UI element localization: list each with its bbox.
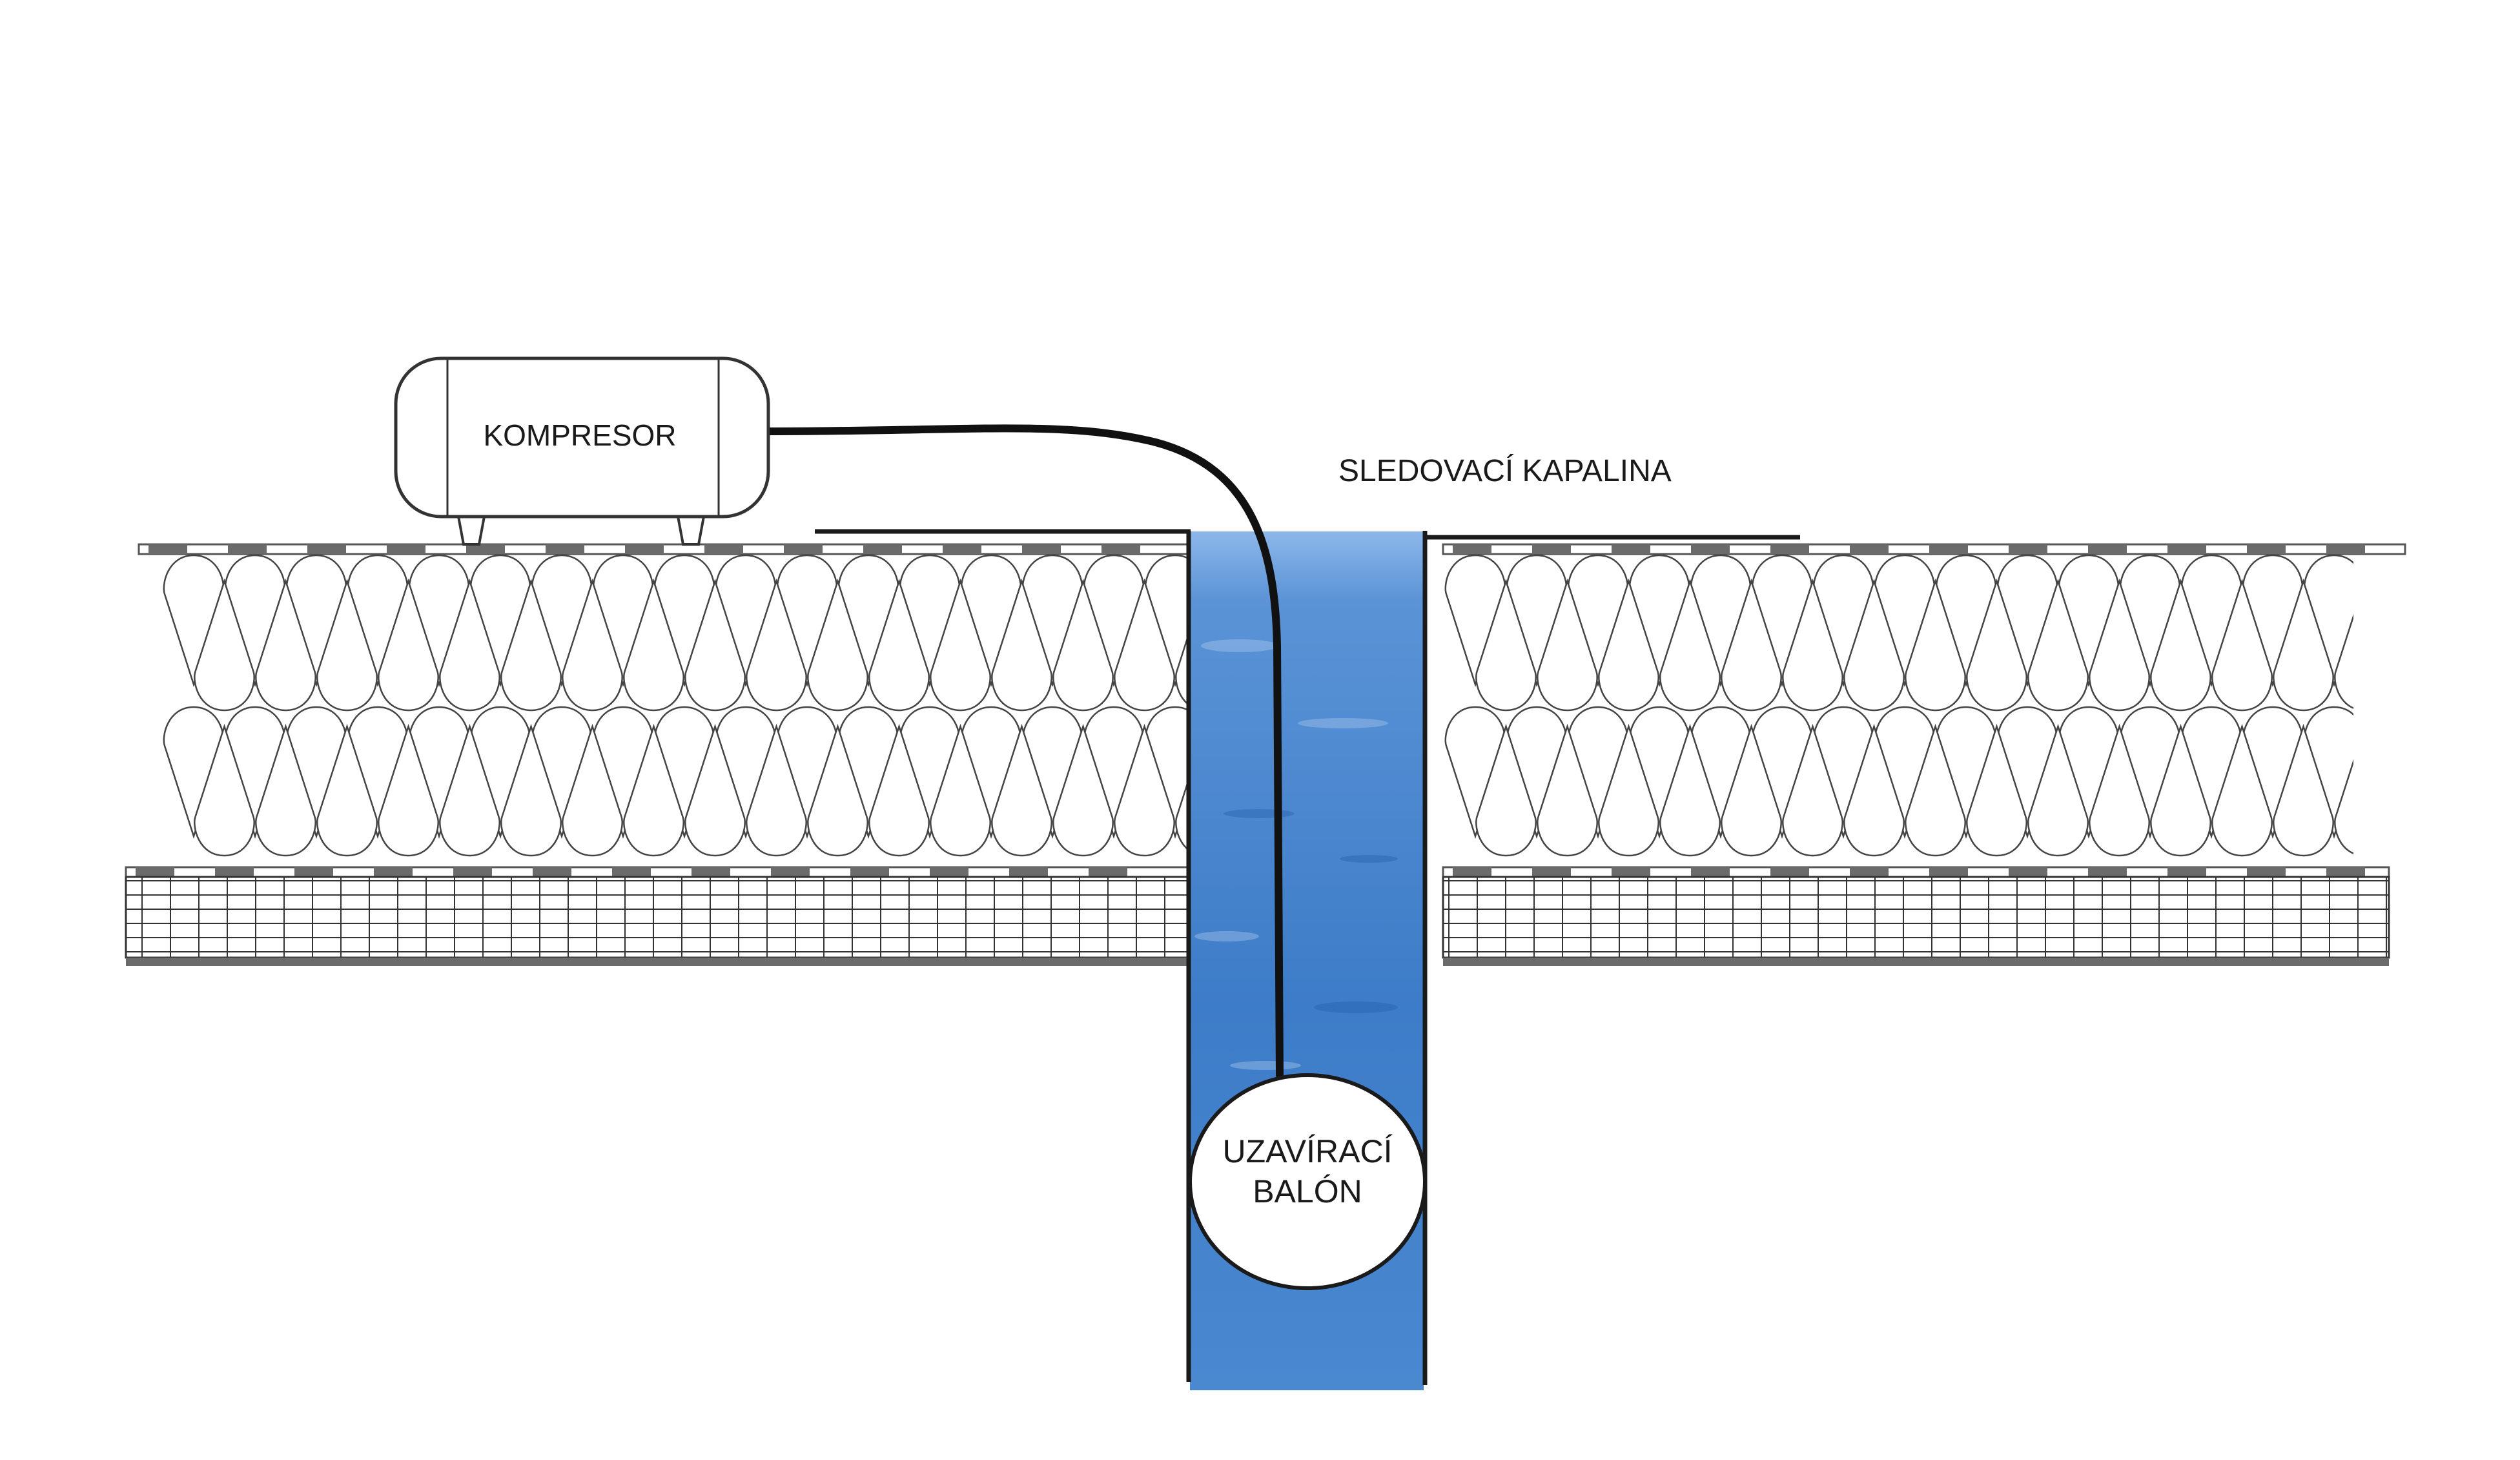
membrane-dash	[387, 544, 425, 554]
membrane-dash	[1612, 544, 1650, 554]
membrane-dash	[704, 544, 743, 554]
membrane-dash	[533, 867, 571, 877]
membrane-dash	[1089, 867, 1127, 877]
membrane-dash	[2326, 544, 2365, 554]
compressor-foot-right	[676, 515, 706, 546]
membrane-mid-left-dashes	[136, 867, 1127, 877]
membrane-dash	[136, 867, 174, 877]
tracer-liquid-label: SLEDOVACÍ KAPALINA	[1338, 454, 1672, 488]
membrane-dash	[850, 867, 889, 877]
compressor-foot-left	[456, 515, 486, 546]
membrane-dash	[1612, 867, 1650, 877]
membrane-dash	[2009, 544, 2047, 554]
membrane-dash	[1691, 544, 1730, 554]
base-layer-left	[126, 958, 1188, 966]
membrane-dash	[1770, 867, 1809, 877]
membrane-dash	[466, 544, 505, 554]
membrane-dash	[1850, 867, 1889, 877]
membrane-dash	[149, 544, 187, 554]
insulation-left	[163, 554, 1188, 857]
membrane-dash	[1009, 867, 1048, 877]
membrane-dash	[612, 867, 651, 877]
membrane-dash	[374, 867, 413, 877]
grid-layer-right	[1442, 876, 2390, 959]
balloon-label-line1: UZAVÍRACÍ	[1223, 1133, 1393, 1169]
sealing-balloon: UZAVÍRACÍ BALÓN	[1188, 1073, 1427, 1290]
balloon-shape	[1188, 1073, 1427, 1290]
roof-right	[1442, 543, 2406, 966]
membrane-dash	[307, 544, 346, 554]
membrane-dash	[1022, 544, 1061, 554]
membrane-top-right-dashes	[1453, 544, 2365, 554]
base-layer-right	[1443, 958, 2389, 966]
membrane-dash	[1929, 867, 1968, 877]
membrane-dash	[1770, 544, 1809, 554]
membrane-dash	[691, 867, 730, 877]
insulation-right	[1444, 554, 2353, 857]
membrane-dash	[771, 867, 810, 877]
membrane-dash	[2247, 544, 2286, 554]
membrane-dash	[1101, 544, 1140, 554]
membrane-dash	[294, 867, 333, 877]
membrane-dash	[546, 544, 584, 554]
membrane-dash	[1532, 544, 1571, 554]
membrane-dash	[2088, 544, 2127, 554]
membrane-dash	[1453, 544, 1491, 554]
roof-left	[125, 543, 1189, 966]
membrane-dash	[2326, 867, 2365, 877]
membrane-dash	[1929, 544, 1968, 554]
membrane-dash	[2088, 867, 2127, 877]
membrane-dash	[625, 544, 664, 554]
compressor-tank	[394, 356, 770, 519]
membrane-dash	[1532, 867, 1571, 877]
membrane-dash	[453, 867, 492, 877]
membrane-dash	[1850, 544, 1889, 554]
membrane-dash	[930, 867, 968, 877]
membrane-dash	[943, 544, 981, 554]
membrane-dash	[784, 544, 823, 554]
membrane-dash	[2247, 867, 2286, 877]
air-hose	[764, 424, 1284, 1079]
membrane-dash	[2167, 867, 2206, 877]
membrane-dash	[215, 867, 254, 877]
membrane-dash	[2167, 544, 2206, 554]
compressor-label: KOMPRESOR	[483, 418, 676, 452]
membrane-top-right	[1442, 543, 2406, 555]
membrane-dash	[1691, 867, 1730, 877]
membrane-mid-right-dashes	[1453, 867, 2365, 877]
membrane-dash	[228, 544, 267, 554]
membrane-dash	[2009, 867, 2047, 877]
membrane-top-left-dashes	[149, 544, 1140, 554]
membrane-dash	[863, 544, 902, 554]
membrane-dash	[1453, 867, 1491, 877]
grid-layer-left	[125, 876, 1189, 959]
compressor: KOMPRESOR	[394, 356, 770, 546]
balloon-label-line2: BALÓN	[1253, 1173, 1362, 1209]
